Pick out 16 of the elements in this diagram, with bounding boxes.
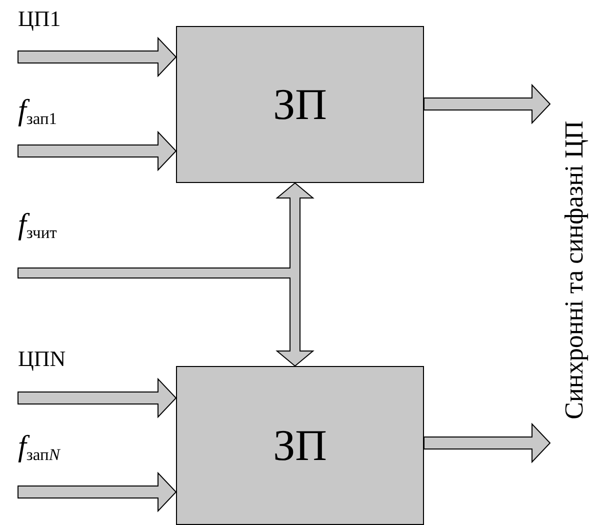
- signal-label: ЦПN: [18, 348, 66, 370]
- output-label: Синхронні та синфазні ЦП: [556, 90, 592, 450]
- block-box: [176, 366, 424, 525]
- block-arrow: [18, 378, 177, 418]
- signal-label: f$_{зчит}$: [18, 210, 58, 240]
- block-box: [176, 26, 424, 183]
- block-arrow: [424, 422, 551, 464]
- block-arrow: [18, 130, 177, 172]
- signal-label: ЦП1: [18, 8, 61, 30]
- block-label: ЗП: [273, 82, 327, 126]
- block-arrow: [424, 84, 551, 124]
- signal-label: f$_{зап1}$: [18, 96, 58, 126]
- block-arrow: [18, 472, 177, 512]
- block-label: ЗП: [273, 424, 327, 468]
- block-arrow: [18, 182, 314, 367]
- block-arrow: [18, 36, 177, 78]
